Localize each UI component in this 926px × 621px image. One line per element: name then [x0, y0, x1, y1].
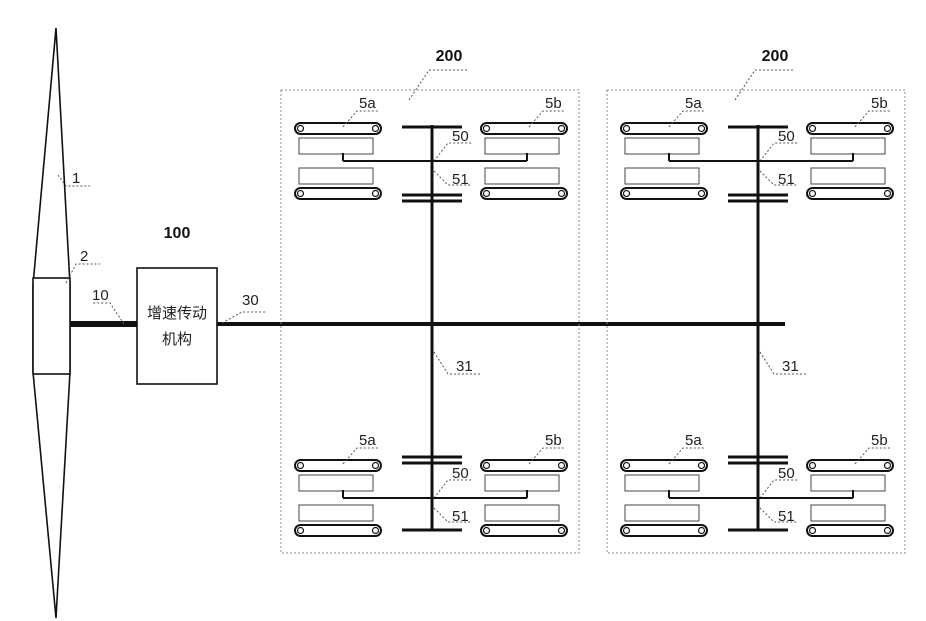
generator-a-bottom-coil	[295, 525, 381, 536]
generator-unit-leader	[409, 70, 469, 100]
gear-50-label: 50	[452, 465, 469, 482]
generator-b-upper-core	[811, 138, 885, 154]
generator-b-upper-core	[485, 138, 559, 154]
gear-51-label: 51	[452, 171, 469, 188]
gear-50-leader	[760, 480, 798, 498]
generator-a-bottom-coil	[295, 188, 381, 199]
rotor-hub	[33, 278, 70, 374]
generator-a-lower-core	[625, 168, 699, 184]
generator-b-top-coil	[481, 460, 567, 471]
generator-b-bottom-coil	[807, 188, 893, 199]
gear-51-label: 51	[778, 171, 795, 188]
generator-a-top-coil	[295, 460, 381, 471]
gearbox-text-line2: 机构	[162, 330, 192, 348]
generator-a-upper-core	[625, 475, 699, 491]
hub-label: 2	[80, 248, 88, 265]
gear-50-label: 50	[778, 465, 795, 482]
generator-b-bottom-coil	[807, 525, 893, 536]
generator-b-upper-core	[811, 475, 885, 491]
generator-b-top-coil	[807, 123, 893, 134]
input-shaft-leader	[92, 303, 124, 324]
generator-a-label: 5a	[359, 432, 376, 449]
generator-unit-leader	[735, 70, 795, 100]
generator-units: 200 50 51 50 51 31 5a 5b 5a 5b 200 50 51 50 51 31 5a 5b 5a…	[281, 48, 905, 553]
generator-b-lower-core	[811, 505, 885, 521]
gearbox	[137, 268, 217, 384]
gear-51-label: 51	[778, 508, 795, 525]
generator-a-upper-core	[299, 138, 373, 154]
generator-a-top-coil	[295, 123, 381, 134]
generator-b-label: 5b	[545, 432, 562, 449]
branch-shaft-label: 31	[456, 358, 473, 375]
gear-50-label: 50	[778, 128, 795, 145]
generator-a-label: 5a	[685, 95, 702, 112]
generator-b-lower-core	[485, 505, 559, 521]
generator-a-top-coil	[621, 460, 707, 471]
generator-a-upper-core	[625, 138, 699, 154]
generator-b-label: 5b	[545, 95, 562, 112]
generator-b-lower-core	[485, 168, 559, 184]
main-shaft-label: 30	[242, 292, 259, 309]
generator-a-lower-core	[299, 168, 373, 184]
generator-b-top-coil	[807, 460, 893, 471]
main-shaft-leader	[222, 312, 266, 323]
generator-a-label: 5a	[685, 432, 702, 449]
gear-50-leader	[434, 143, 472, 161]
gear-50-label: 50	[452, 128, 469, 145]
generator-a-top-coil	[621, 123, 707, 134]
input-shaft-label: 10	[92, 287, 109, 304]
generator-a-upper-core	[299, 475, 373, 491]
gearbox-number-label: 100	[164, 225, 191, 242]
generator-unit-label: 200	[762, 48, 789, 65]
gear-50-leader	[760, 143, 798, 161]
gearbox-text-line1: 增速传动	[147, 304, 207, 322]
generator-b-label: 5b	[871, 432, 888, 449]
gear-50-leader	[434, 480, 472, 498]
generator-b-upper-core	[485, 475, 559, 491]
hub-leader	[66, 264, 100, 283]
generator-a-label: 5a	[359, 95, 376, 112]
generator-b-bottom-coil	[481, 525, 567, 536]
branch-shaft-label: 31	[782, 358, 799, 375]
generator-a-lower-core	[625, 505, 699, 521]
generator-b-lower-core	[811, 168, 885, 184]
generator-b-bottom-coil	[481, 188, 567, 199]
gear-51-label: 51	[452, 508, 469, 525]
generator-a-bottom-coil	[621, 188, 707, 199]
generator-a-lower-core	[299, 505, 373, 521]
generator-unit-label: 200	[436, 48, 463, 65]
generator-b-label: 5b	[871, 95, 888, 112]
generator-b-top-coil	[481, 123, 567, 134]
generator-a-bottom-coil	[621, 525, 707, 536]
blade-label: 1	[72, 170, 80, 187]
